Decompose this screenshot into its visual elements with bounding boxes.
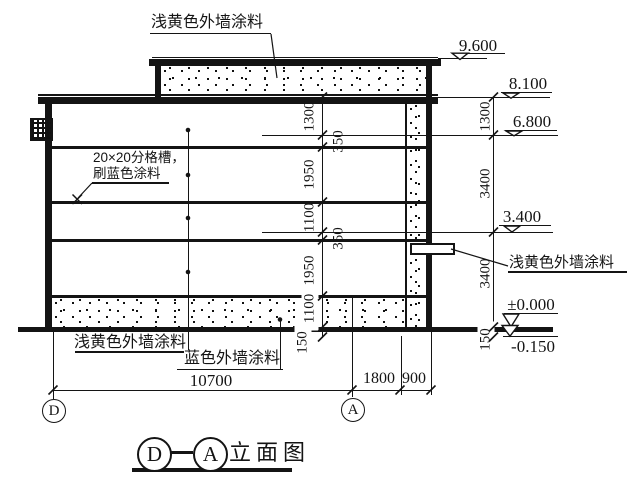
penthouse-parapet-texture: [161, 66, 426, 95]
dim-bottom-10700: 10700: [189, 371, 233, 390]
canopy-label-underline: [508, 271, 627, 273]
elevation-3400: 3.400: [502, 207, 542, 226]
groove-line-2: [51, 201, 432, 204]
dim-bottom-1800: 1800: [363, 370, 395, 387]
groove-note-leader: [77, 182, 93, 199]
level-line-9600: [438, 58, 487, 60]
groove-note-line1: 20×20分格槽，: [93, 150, 185, 165]
main-cap-thin-line: [38, 94, 438, 96]
elevation-minus-0150: -0.150: [511, 337, 555, 356]
dim-outer-150: 150: [477, 321, 495, 357]
marker-bar-6800: [505, 129, 557, 131]
main-parapet-cap: [38, 96, 438, 104]
title-bubble-a: A: [193, 437, 228, 472]
outer-dim-chain-line: [493, 97, 495, 338]
penthouse-cap: [149, 59, 441, 66]
dim-inner-1950b: 1950: [301, 255, 318, 285]
penthouse-cap-thin-line: [152, 56, 438, 58]
title-a-letter: A: [202, 442, 219, 466]
top-label-underline: [150, 32, 271, 34]
dim-inner-1300: 1300: [301, 101, 318, 131]
ground-line: [18, 327, 553, 332]
axis-bubble-d: D: [42, 399, 66, 423]
title-d-letter: D: [146, 442, 163, 466]
dim-inner-350a: 350: [330, 129, 347, 153]
marker-bar-9600: [453, 52, 505, 54]
penthouse-left-wall: [155, 65, 161, 97]
marker-bar-0150: [503, 335, 558, 337]
groove-line-3: [51, 239, 432, 242]
axis-a-letter: A: [347, 401, 359, 418]
groove-line-1: [51, 146, 432, 149]
elevation-9600: 9.600: [458, 36, 498, 55]
blue-paint-leader-line: [279, 320, 281, 369]
axis-d-extension: [52, 332, 54, 399]
scupper-box: [30, 118, 53, 141]
elevation-8100: 8.100: [508, 74, 548, 93]
dim-inner-350b: 350: [330, 226, 347, 250]
inner-dim-chain-line: [322, 97, 324, 338]
level-triangle-0000: [501, 313, 521, 329]
level-line-3400: [262, 231, 553, 233]
title-dash: [170, 451, 193, 454]
plinth-texture: [51, 297, 406, 327]
pier-inner-edge: [405, 103, 407, 328]
bottom-dim-line: [53, 390, 431, 392]
plinth-top-line: [51, 295, 432, 298]
dim-outer-3400b: 3400: [477, 258, 494, 289]
marker-bar-8100: [501, 91, 552, 93]
axis-d-letter: D: [48, 402, 60, 419]
right-pier-texture: [407, 103, 426, 327]
blue-paint-label: 蓝色外墙涂料: [184, 350, 281, 368]
plinth-label-underline: [75, 351, 190, 353]
level-line-6800: [262, 134, 558, 136]
elevation-6800: 6.800: [512, 112, 552, 131]
axis-a-extension: [351, 296, 353, 397]
canopy-slab: [410, 243, 455, 255]
marker-bar-3400: [499, 224, 551, 226]
dim-inner-150: 150: [294, 324, 312, 360]
dim-bottom-900: 900: [402, 370, 426, 387]
left-wall: [45, 103, 52, 328]
groove-label-underline: [92, 182, 169, 184]
title-bubble-d: D: [137, 437, 172, 472]
leader-dots: [185, 127, 283, 322]
blue-label-underline: [177, 368, 283, 370]
elevation-0000: ±0.000: [507, 295, 555, 314]
dim-inner-1950a: 1950: [301, 159, 318, 189]
canopy-paint-label: 浅黄色外墙涂料: [509, 254, 615, 271]
dim-extension-900: [430, 332, 432, 395]
dim-outer-3400a: 3400: [477, 168, 494, 198]
groove-note-line2: 刷蓝色涂料: [93, 165, 161, 181]
axis-bubble-a: A: [341, 398, 365, 422]
plinth-paint-leader-line: [187, 130, 189, 351]
dim-inner-1100a: 1100: [301, 202, 318, 232]
plinth-paint-label: 浅黄色外墙涂料: [74, 334, 187, 351]
right-wall: [426, 64, 432, 330]
parapet-paint-label: 浅黄色外墙涂料: [151, 14, 264, 31]
dim-outer-1300: 1300: [477, 101, 494, 131]
marker-bar-0000: [504, 312, 558, 314]
dim-extension-1800: [400, 336, 402, 395]
title-text: 立面图: [229, 440, 311, 465]
